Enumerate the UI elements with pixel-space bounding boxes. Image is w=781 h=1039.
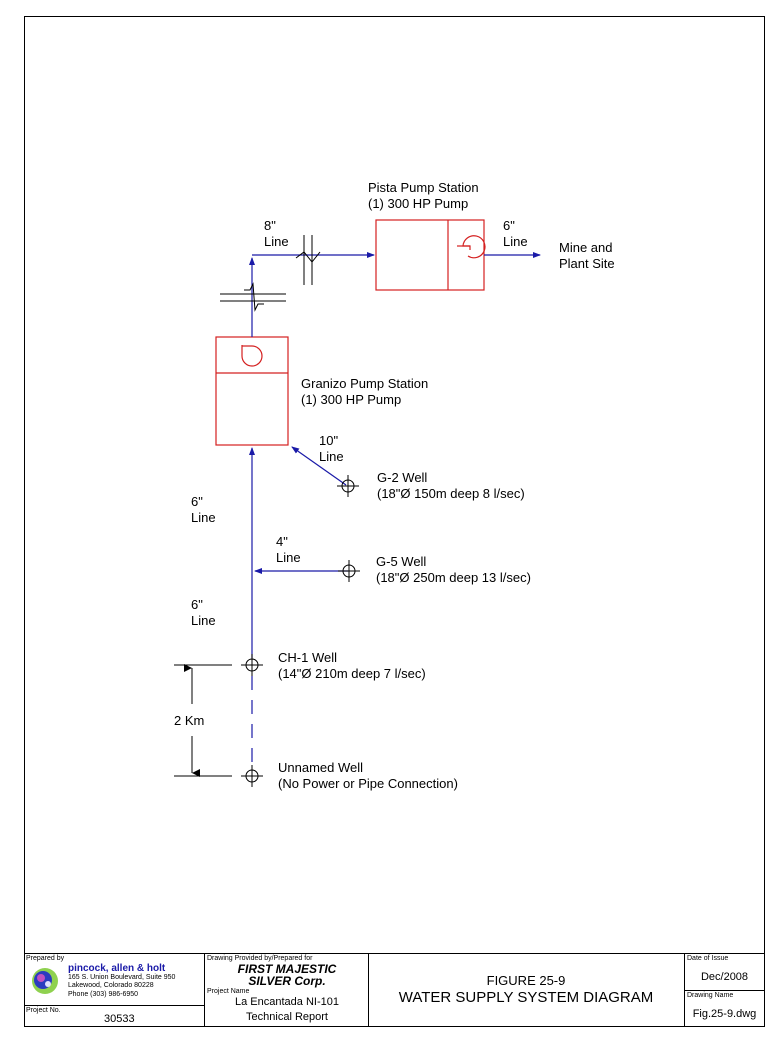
project-name-line2: Technical Report: [246, 1011, 328, 1023]
date-of-issue: Dec/2008: [700, 971, 749, 983]
pipe-network: [249, 252, 541, 658]
unnamed-well-name: Unnamed Well: [278, 760, 364, 775]
client-name-line1: FIRST MAJESTIC: [237, 962, 337, 976]
pipe-break-horizontal: [295, 235, 321, 285]
granizo-station-name: Granizo Pump Station: [301, 376, 429, 391]
well-g5-symbol: [338, 560, 360, 582]
g2-line-label: Line: [319, 449, 344, 464]
firm-name: pincock, allen & holt: [68, 963, 166, 974]
title-block: Prepared by pincock, allen & holt 165 S.…: [24, 953, 765, 1027]
g5-line-size: 4": [276, 534, 288, 549]
g5-line-label: Line: [276, 550, 301, 565]
client-name-line2: SILVER Corp.: [248, 974, 326, 988]
drawing-name: Fig.25-9.dwg: [692, 1008, 757, 1020]
pista-pump-icon: [457, 235, 486, 259]
pipe-break-vertical: [220, 282, 286, 312]
pista-in-line-size: 8": [264, 218, 276, 233]
distance-label: 2 Km: [174, 713, 205, 728]
g5-well-spec: (18"Ø 250m deep 13 l/sec): [376, 570, 531, 585]
figure-title: WATER SUPPLY SYSTEM DIAGRAM: [398, 989, 654, 1006]
main-upper-line-label: Line: [191, 510, 216, 525]
main-upper-line-size: 6": [191, 494, 203, 509]
firm-address1: 165 S. Union Boulevard, Suite 950: [68, 974, 176, 981]
provided-caption: Drawing Provided by/Prepared for: [207, 955, 313, 962]
project-number: 30533: [104, 1013, 135, 1025]
granizo-pump-station: [215, 336, 289, 446]
granizo-station-pumps: (1) 300 HP Pump: [301, 392, 402, 407]
ch1-well-spec: (14"Ø 210m deep 7 l/sec): [278, 666, 426, 681]
figure-number: FIGURE 25-9: [486, 973, 566, 988]
firm-phone: Phone (303) 986-6950: [68, 991, 139, 998]
destination-line1: Mine and: [559, 240, 613, 255]
pista-station-pumps: (1) 300 HP Pump: [368, 196, 469, 211]
distance-dimension: [174, 664, 232, 777]
project-name-line1: La Encantada NI-101: [235, 996, 339, 1008]
pista-out-line-size: 6": [503, 218, 515, 233]
granizo-pump-icon: [241, 345, 263, 367]
ch1-well-name: CH-1 Well: [278, 650, 337, 665]
well-unnamed-symbol: [241, 765, 263, 787]
pista-pump-station: [375, 219, 485, 291]
main-lower-line-size: 6": [191, 597, 203, 612]
g2-line-size: 10": [319, 433, 339, 448]
firm-address2: Lakewood, Colorado 80228: [68, 982, 154, 989]
project-name-caption: Project Name: [207, 988, 250, 995]
project-no-caption: Project No.: [26, 1007, 61, 1014]
g2-well-name: G-2 Well: [377, 470, 428, 485]
g5-well-name: G-5 Well: [376, 554, 427, 569]
destination-line2: Plant Site: [559, 256, 615, 271]
main-lower-line-label: Line: [191, 613, 216, 628]
pista-station-name: Pista Pump Station: [368, 180, 479, 195]
well-ch1-symbol: [241, 654, 263, 676]
pista-in-line-label: Line: [264, 234, 289, 249]
drawing-name-caption: Drawing Name: [687, 992, 734, 999]
firm-logo: [30, 966, 60, 996]
prepared-by-caption: Prepared by: [26, 955, 65, 962]
drawing-frame: [24, 16, 765, 1027]
well-g2-symbol: [337, 475, 359, 497]
date-caption: Date of Issue: [687, 955, 729, 962]
pista-out-line-label: Line: [503, 234, 528, 249]
g2-well-spec: (18"Ø 150m deep 8 l/sec): [377, 486, 525, 501]
unnamed-well-spec: (No Power or Pipe Connection): [278, 776, 458, 791]
